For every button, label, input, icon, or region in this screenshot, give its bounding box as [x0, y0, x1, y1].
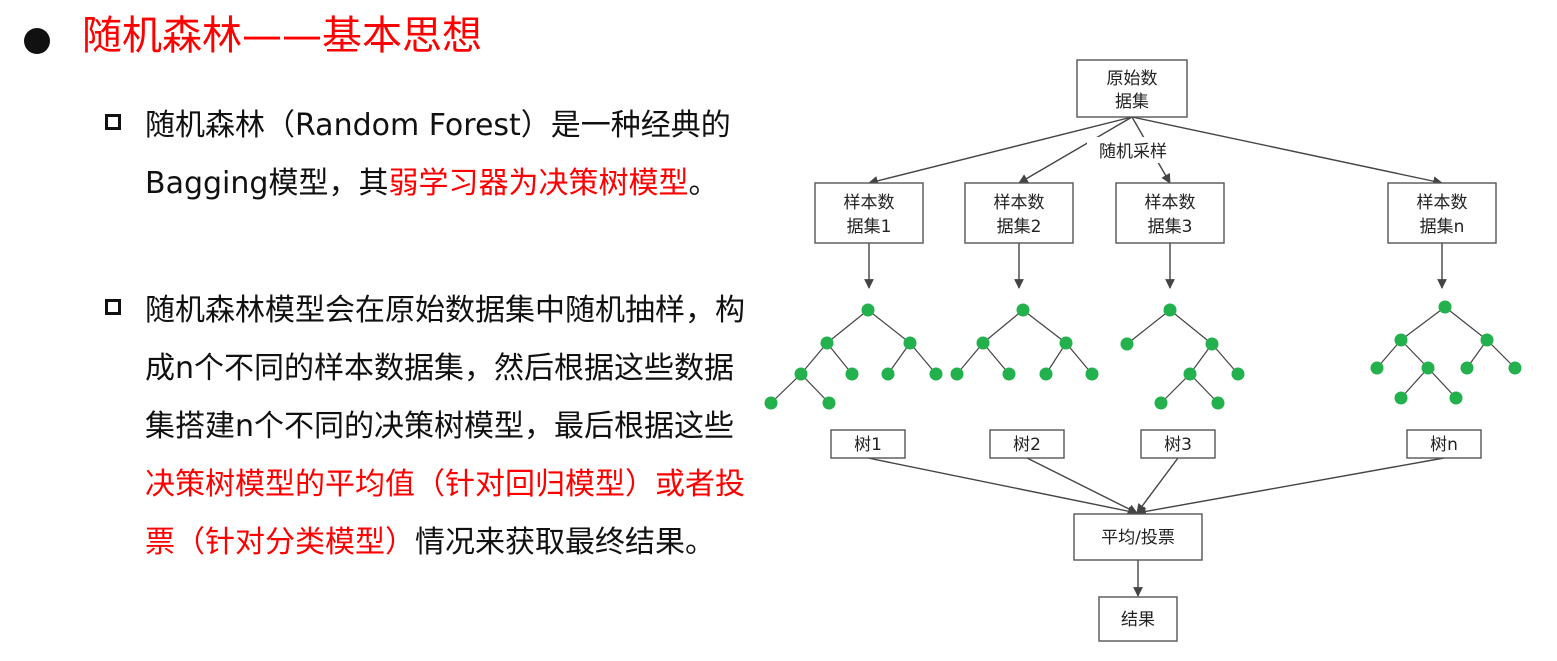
- paragraph-1-seg-2-highlight: 弱学习器为决策树模型: [388, 166, 689, 201]
- paragraph-2-seg-3: 情况来获取最终结果。: [415, 525, 715, 560]
- tree-label-3-text: 树3: [1164, 435, 1192, 455]
- sampling-label: 随机采样: [1099, 142, 1167, 162]
- arrow-tree-n-to-aggregate: [1136, 457, 1445, 517]
- aggregate-label: 平均/投票: [1101, 528, 1175, 548]
- arrow-tree-1-to-aggregate: [867, 457, 1138, 517]
- sample-box-2: 样本数 据集2: [964, 182, 1074, 244]
- paragraph-2-text: 随机森林模型会在原始数据集中随机抽样，构成n个不同的样本数据集，然后根据这些数据…: [145, 282, 745, 572]
- tree-label-2-text: 树2: [1013, 435, 1041, 455]
- sample-box-3: 样本数 据集3: [1115, 182, 1225, 244]
- paragraph-2-seg-2-highlight: 决策树模型的平均值（针对回归模型）或者投票（针对分类模型）: [145, 467, 745, 560]
- tree-label-3: 树3: [1140, 429, 1216, 459]
- paragraph-1-text: 随机森林（Random Forest）是一种经典的Bagging模型，其弱学习器…: [145, 97, 745, 213]
- arrow-root-to-sample-n: [1131, 116, 1443, 186]
- result-label: 结果: [1121, 610, 1155, 630]
- paragraph-1-seg-3: 。: [688, 166, 719, 201]
- tree-label-n: 树n: [1406, 429, 1482, 459]
- sample-n-line-2: 据集n: [1420, 217, 1465, 237]
- sample-box-1: 样本数 据集1: [814, 182, 924, 244]
- arrow-root-to-sample-1: [868, 116, 1133, 186]
- root-dataset-box: 原始数 据集: [1076, 59, 1188, 118]
- slide-title: 随机森林——基本思想: [82, 13, 482, 59]
- tree-label-1-text: 树1: [854, 435, 882, 455]
- aggregate-box: 平均/投票: [1073, 513, 1203, 561]
- root-label-line-1: 原始数: [1107, 69, 1158, 89]
- root-label-line-2: 据集: [1115, 92, 1149, 112]
- tree-label-n-text: 树n: [1430, 435, 1458, 455]
- sampling-label-bg: [1087, 137, 1179, 163]
- sample-1-line-2: 据集1: [847, 217, 892, 237]
- result-box: 结果: [1098, 596, 1178, 642]
- sample-1-line-1: 样本数: [844, 193, 895, 213]
- sample-3-line-1: 样本数: [1145, 193, 1196, 213]
- bullet-dot-icon: [24, 28, 50, 54]
- sample-n-line-1: 样本数: [1417, 193, 1468, 213]
- sample-2-line-2: 据集2: [997, 217, 1042, 237]
- square-bullet-icon: [105, 114, 121, 130]
- paragraph-1-seg-1: 随机森林（Random Forest）是一种经典的Bagging模型，其: [145, 108, 731, 201]
- arrow-root-to-sample-2: [1018, 116, 1133, 184]
- sample-2-line-1: 样本数: [994, 193, 1045, 213]
- decision-tree-n-icon: [1370, 300, 1522, 405]
- tree-label-1: 树1: [830, 429, 906, 459]
- decision-tree-1-icon: [764, 303, 943, 410]
- decision-tree-2-icon: [950, 303, 1099, 381]
- decision-tree-3-icon: [1120, 303, 1245, 410]
- arrow-tree-3-to-aggregate: [1136, 457, 1179, 514]
- paragraph-2-seg-1: 随机森林模型会在原始数据集中随机抽样，构成n个不同的样本数据集，然后根据这些数据…: [145, 293, 745, 444]
- arrow-tree-2-to-aggregate: [1026, 457, 1138, 514]
- sample-box-n: 样本数 据集n: [1387, 182, 1497, 244]
- paragraph-2: 随机森林模型会在原始数据集中随机抽样，构成n个不同的样本数据集，然后根据这些数据…: [105, 282, 745, 572]
- tree-label-2: 树2: [989, 429, 1065, 459]
- paragraph-1: 随机森林（Random Forest）是一种经典的Bagging模型，其弱学习器…: [105, 97, 745, 213]
- connector-lines: [864, 116, 1447, 597]
- sample-3-line-2: 据集3: [1148, 217, 1193, 237]
- square-bullet-icon: [105, 299, 121, 315]
